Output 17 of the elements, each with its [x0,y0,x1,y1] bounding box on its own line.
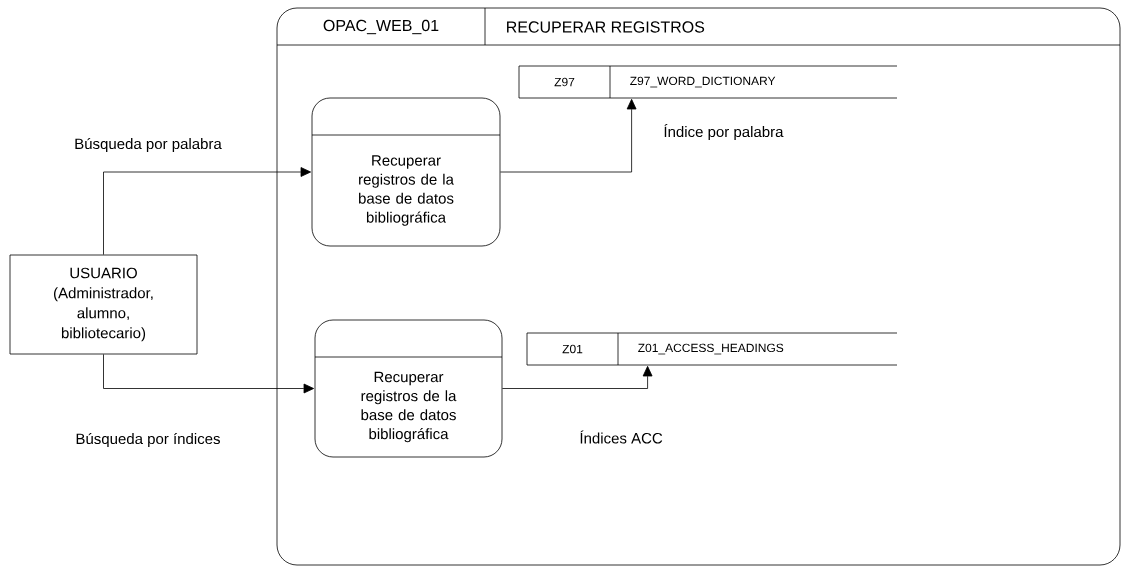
store-id: Z97 [554,77,575,87]
edge-label: Índices ACC [578,429,664,445]
entity-box: USUARIO (Administrador, alumno, bibliotecario) [9,254,198,355]
arrow [500,98,637,173]
process-id: OPAC_WEB_01 [323,19,439,35]
edge-label: Búsqueda por palabra [73,136,223,154]
process-text: Recuperar registros de la base de datos bibliográfica [361,371,457,443]
process-text: Recuperar registros de la base de datos bibliográfica [359,155,454,226]
edge-label: Índice por palabra [662,122,785,142]
arrow [502,365,653,389]
store-name: Z01_ACCESS_HEADINGS [638,343,784,355]
arrow [103,167,312,255]
arrow [103,354,315,394]
store-id: Z01 [562,344,583,354]
process-title: RECUPERAR REGISTROS [507,21,705,33]
edge-label: Búsqueda por índices [74,431,222,449]
store-name: Z97_WORD_DICTIONARY [630,76,776,88]
